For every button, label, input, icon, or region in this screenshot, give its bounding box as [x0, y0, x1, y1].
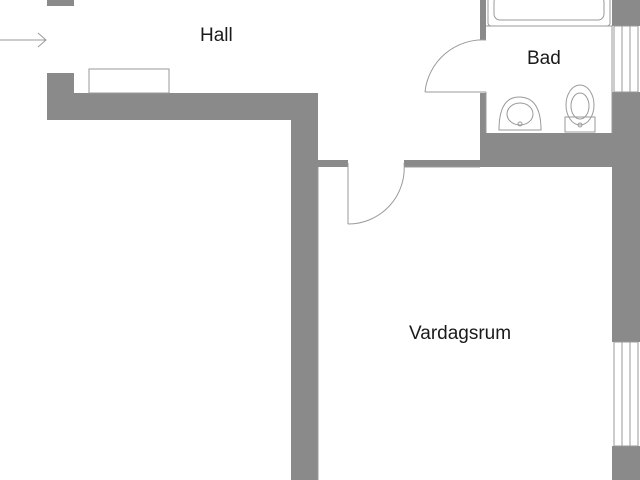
- wall-hall-south: [47, 93, 318, 120]
- vardagsrum-door-icon: [347, 162, 405, 225]
- bathtub-icon: [487, 0, 611, 27]
- wall-east-top: [612, 0, 640, 26]
- wall-bad-west-bottom: [480, 93, 486, 167]
- wall-vardagsrum-top-right: [404, 160, 486, 167]
- wall-east-bottom: [612, 446, 640, 480]
- wall-central-vertical: [291, 93, 318, 480]
- wall-east-middle: [612, 92, 640, 342]
- hall-cabinet: [88, 68, 170, 94]
- toilet-icon: [564, 84, 596, 133]
- room-label-bad: Bad: [527, 48, 561, 69]
- sink-icon: [498, 96, 542, 131]
- interior-lines: [317, 25, 613, 480]
- room-label-vardagsrum: Vardagsrum: [409, 323, 512, 344]
- wall-vardagsrum-top-left: [318, 160, 348, 167]
- window-upper-icon: [613, 25, 639, 93]
- wall-top-left-stub: [47, 0, 74, 6]
- bad-door-icon: [424, 39, 487, 93]
- entrance-arrow-icon: [0, 32, 47, 48]
- wall-bad-west-top: [480, 0, 486, 40]
- window-lower-icon: [613, 341, 639, 447]
- room-label-hall: Hall: [200, 25, 233, 46]
- walls: [47, 0, 640, 480]
